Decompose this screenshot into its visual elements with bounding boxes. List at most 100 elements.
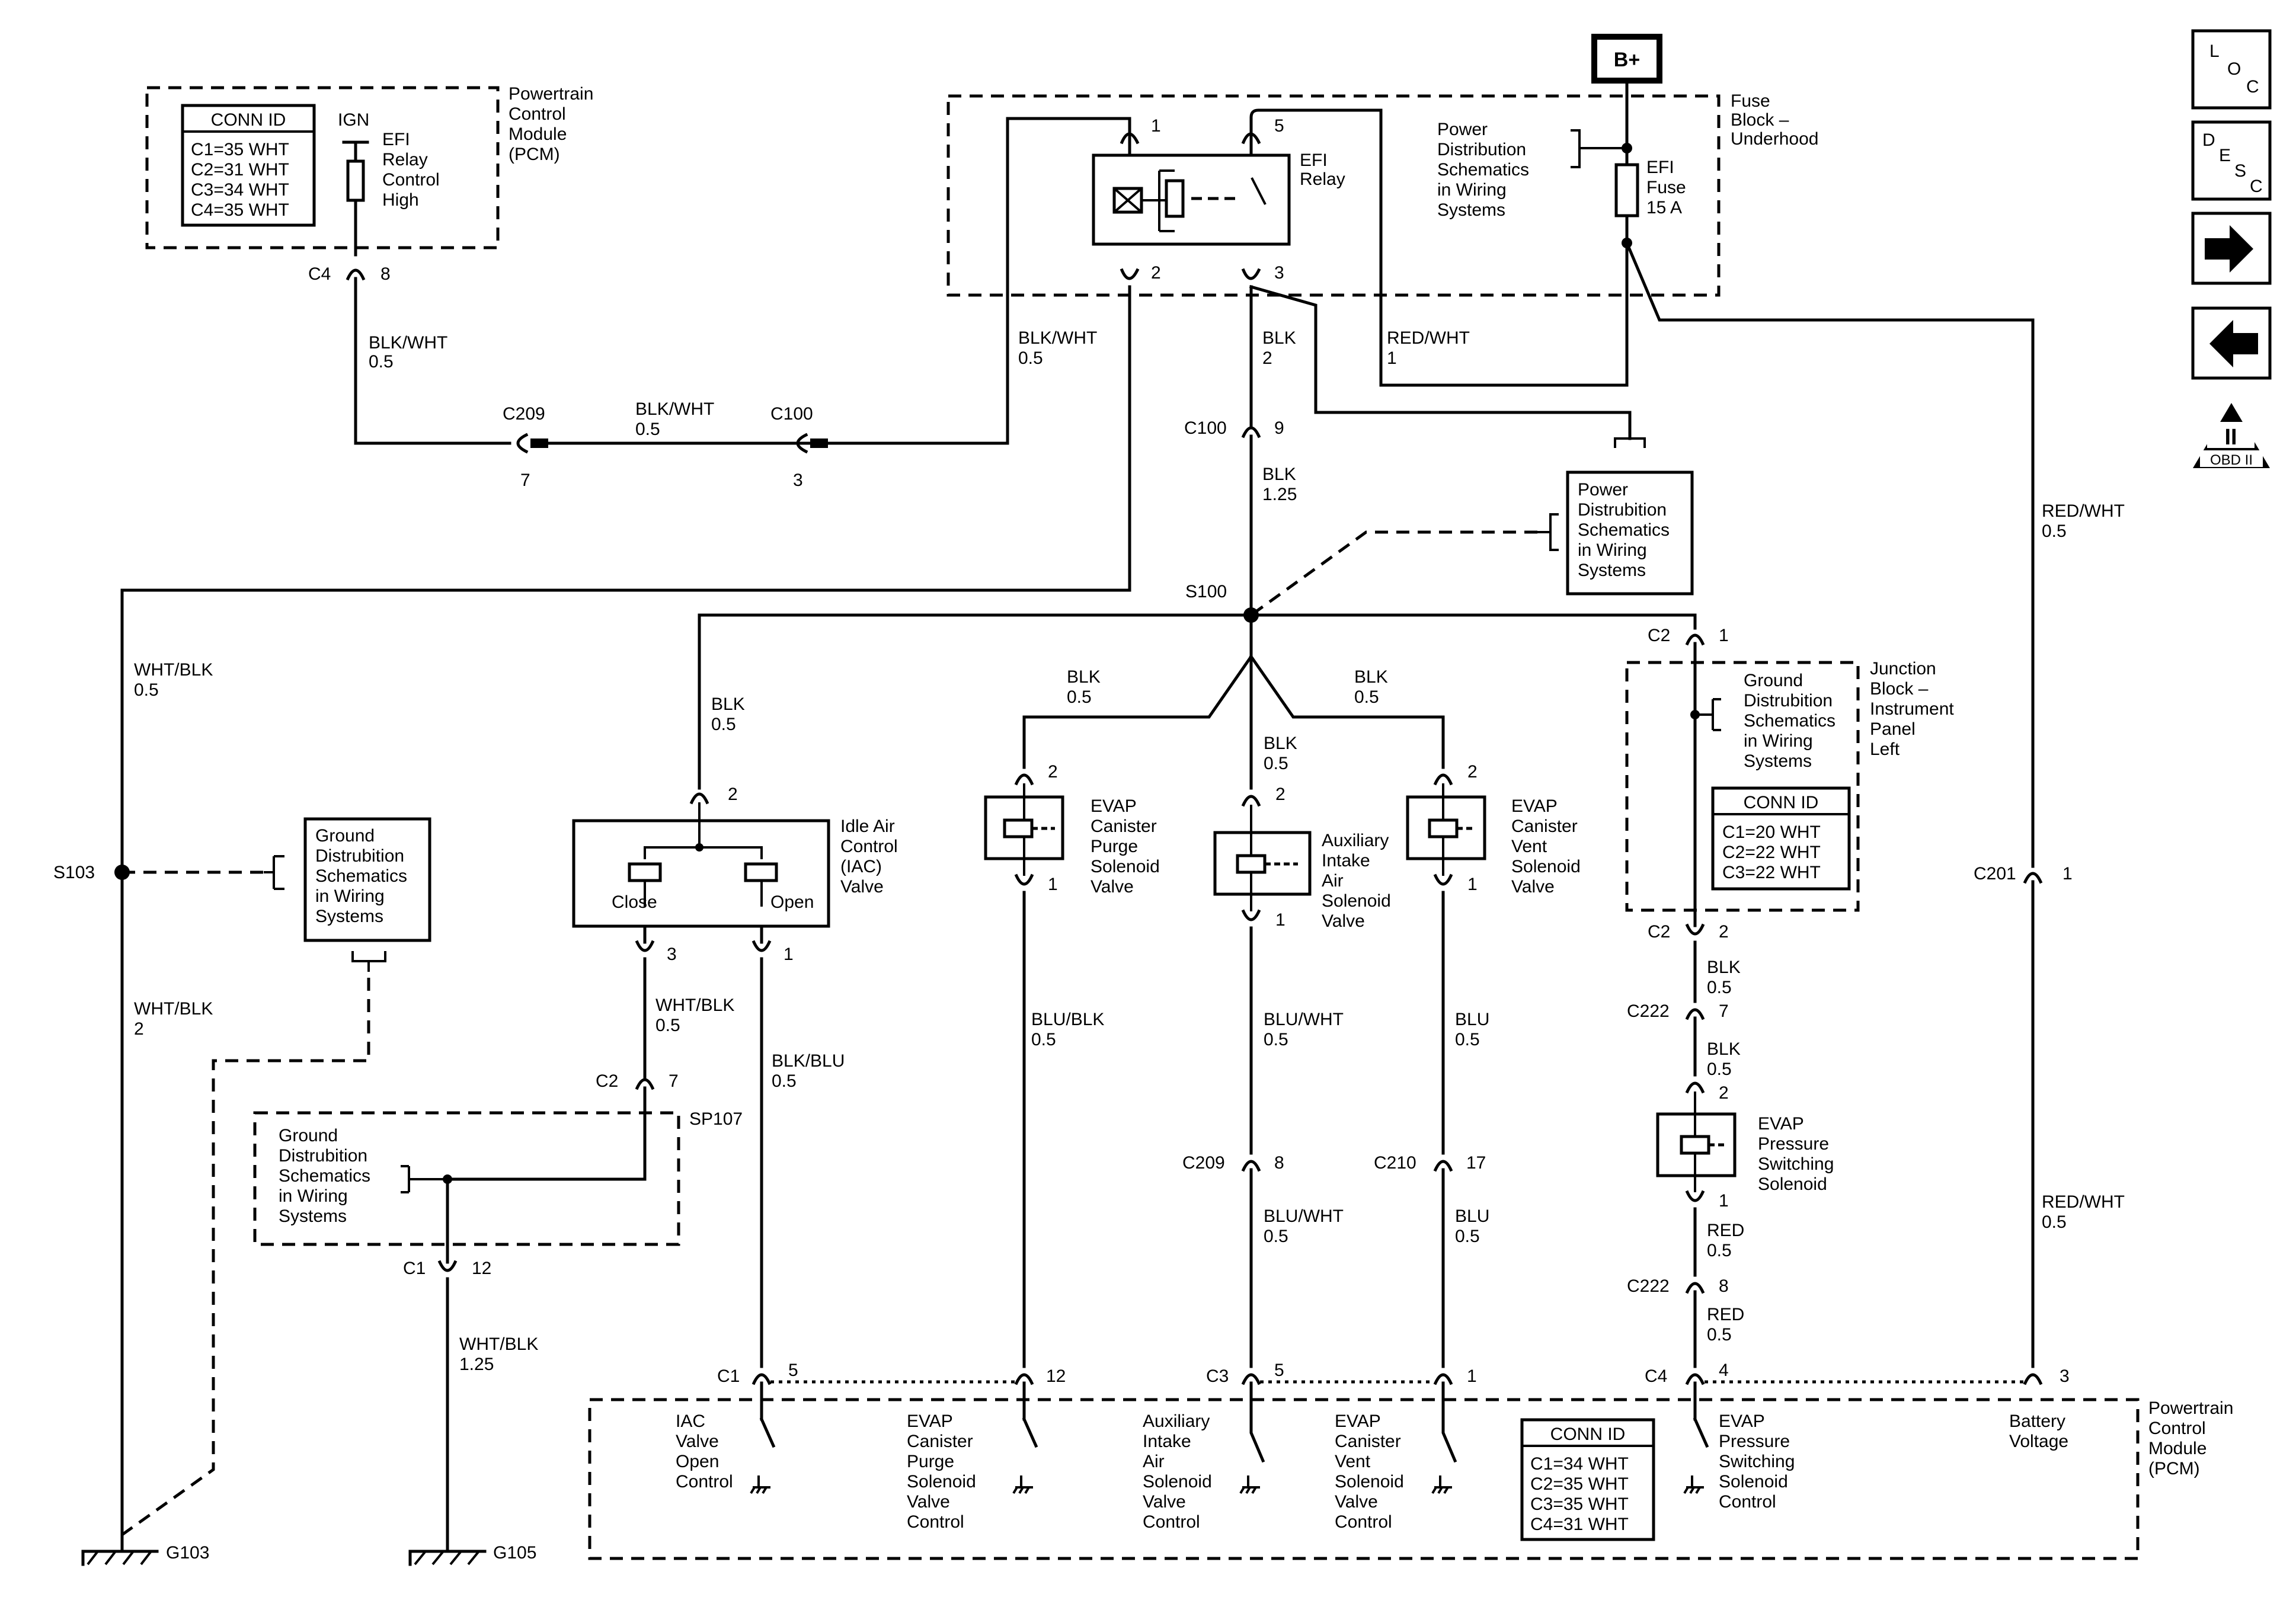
svg-text:C210: C210 (1374, 1153, 1416, 1173)
svg-text:1: 1 (1467, 1366, 1477, 1386)
svg-text:8: 8 (1719, 1276, 1729, 1296)
desc-letter-e: E (2219, 146, 2231, 165)
wire-label-branch-left: BLK 0.5 (1067, 667, 1105, 707)
svg-text:C100: C100 (1184, 418, 1227, 438)
obd-label: OBD II (2210, 452, 2253, 468)
power-dist-box-2 (1566, 470, 1694, 596)
svg-text:1: 1 (2062, 864, 2073, 884)
ground-g105-label: G105 (493, 1543, 536, 1563)
connector-c201-pin1: C201 1 (1974, 864, 2073, 884)
vent-control-label: EVAP Canister Vent Solenoid Valve Contro… (1335, 1411, 1409, 1532)
iac-pin2-connector (689, 792, 709, 805)
power-dist-label-top: Power Distribution Schematics in Wiring … (1437, 120, 1534, 220)
svg-text:7: 7 (1719, 1001, 1729, 1021)
loc-nav-button[interactable]: L O C (2191, 29, 2272, 110)
svg-text:C209: C209 (503, 404, 545, 424)
junction-block-label: Junction Block – Instrument Panel Left (1870, 659, 1959, 759)
efi-fuse-label: EFI Fuse 15 A (1646, 158, 1691, 217)
purge-pin2-label: 2 (1048, 762, 1058, 782)
wire-label-jb-c: RED 0.5 (1707, 1221, 1750, 1260)
connector-c1-pin12: C1 12 (403, 1259, 491, 1278)
pcm-switch-iac (750, 1381, 776, 1494)
wire-relay-pin2-down (120, 285, 1131, 1553)
connector-c222-pin8: C222 8 (1627, 1276, 1729, 1296)
junction-ground-bracket (1695, 698, 1721, 731)
wire-s100-right (1249, 613, 1697, 630)
obd-ii-button[interactable]: II OBD II (2193, 403, 2270, 468)
sp107-label: SP107 (689, 1109, 743, 1129)
iac-internal (644, 802, 763, 907)
ground-dist-box-left-label: Ground Distrubition Schematics in Wiring… (315, 826, 412, 926)
wire-label-g105: WHT/BLK 1.25 (459, 1334, 543, 1374)
relay-pin-3: 3 (1241, 263, 1284, 283)
wire-label-jb-a: BLK 0.5 (1707, 958, 1745, 997)
svg-text:1: 1 (1151, 116, 1161, 136)
wire-s100-left (698, 613, 1253, 790)
svg-text:C100: C100 (770, 404, 813, 424)
desc-letter-c: C (2250, 177, 2263, 196)
evap-vent-solenoid (1406, 773, 1486, 886)
wire-pcm-to-c209 (354, 277, 511, 445)
ground-g105-icon (408, 1550, 487, 1566)
svg-text:5: 5 (1274, 1361, 1284, 1380)
relay-pin-5: 5 (1241, 116, 1284, 145)
svg-text:7: 7 (669, 1071, 679, 1091)
efi-relay-label: EFI Relay (1300, 151, 1345, 189)
power-dist-dashed-link (1250, 530, 1537, 617)
next-arrow-button[interactable] (2191, 212, 2272, 285)
wire-label-branch-right: BLK 0.5 (1354, 667, 1393, 707)
iac-pin1-connector (752, 940, 772, 952)
wire-label-red-wht-right-top: RED/WHT 0.5 (2042, 501, 2129, 541)
ground-dist-bracket-down (351, 951, 386, 972)
power-dist-bracket-3 (1537, 513, 1559, 551)
pcm-top-outline (145, 86, 500, 249)
iac-pin1-label: 1 (784, 945, 794, 964)
connector-c1-pin5: C1 5 (717, 1361, 798, 1386)
connector-c2-sp107: C2 7 (596, 1071, 679, 1091)
loc-letter-l: L (2209, 41, 2220, 61)
desc-nav-button[interactable]: D E S C (2191, 120, 2272, 201)
evap-purge-solenoid (984, 773, 1064, 886)
svg-text:C3=35 WHT: C3=35 WHT (1530, 1494, 1629, 1514)
svg-text:C3=34 WHT: C3=34 WHT (191, 180, 289, 200)
wire-label-relay-blk-wht: BLK/WHT 0.5 (1018, 328, 1102, 368)
svg-text:C4=31 WHT: C4=31 WHT (1530, 1515, 1629, 1534)
wire-label-red-wht-1: RED/WHT 1 (1387, 328, 1475, 368)
g103-dashed-link (121, 978, 370, 1537)
relay-pin-1: 1 (1120, 116, 1161, 145)
pcm-top-label: Powertrain Control Module (PCM) (509, 84, 599, 164)
evap-pressure-solenoid (1656, 1081, 1737, 1202)
svg-text:C222: C222 (1627, 1001, 1670, 1021)
aux-pin1-label: 1 (1275, 910, 1285, 930)
efi-relay (1092, 153, 1291, 246)
pcm-switch-aux (1239, 1381, 1265, 1494)
pressure-pin2-label: 2 (1719, 1083, 1729, 1103)
svg-text:C222: C222 (1627, 1276, 1670, 1296)
svg-text:4: 4 (1719, 1361, 1729, 1380)
wire-label-iac-pin1: BLK/BLU 0.5 (772, 1051, 850, 1091)
battery-terminal: B+ (1591, 34, 1662, 84)
sp107-ground-dist-label: Ground Distrubition Schematics in Wiring… (279, 1126, 375, 1226)
battery-voltage-label: Battery Voltage (2009, 1411, 2070, 1451)
splice-s103-label: S103 (53, 863, 95, 882)
wire-label-branch-mid: BLK 0.5 (1264, 734, 1302, 773)
ign-wire (342, 140, 369, 257)
svg-text:C2=22 WHT: C2=22 WHT (1722, 843, 1821, 862)
ground-dist-bracket-left (264, 855, 284, 890)
wire-label-relay-blk-2: BLK 2 (1262, 328, 1301, 368)
svg-text:C2: C2 (1648, 922, 1670, 942)
aux-intake-label: Auxiliary Intake Air Solenoid Valve (1322, 831, 1396, 931)
wire-label-jb-b: BLK 0.5 (1707, 1039, 1745, 1079)
relay-pin-2: 2 (1120, 263, 1161, 283)
wire-relay-pin5-feed (1249, 79, 1629, 387)
svg-text:C209: C209 (1182, 1153, 1225, 1173)
wire-label-wht-blk-left-top: WHT/BLK 0.5 (134, 660, 218, 700)
efi-relay-control-label: EFI Relay Control High (382, 130, 445, 210)
conn-id-table-bottom: CONN ID C1=34 WHT C2=35 WHT C3=35 WHT C4… (1520, 1418, 1655, 1541)
svg-text:3: 3 (1274, 263, 1284, 283)
svg-text:7: 7 (520, 470, 530, 490)
back-arrow-button[interactable] (2191, 306, 2272, 380)
pressure-control-label: EVAP Pressure Switching Solenoid Control (1719, 1411, 1800, 1512)
connector-c210-pin17: C210 17 (1374, 1153, 1486, 1173)
